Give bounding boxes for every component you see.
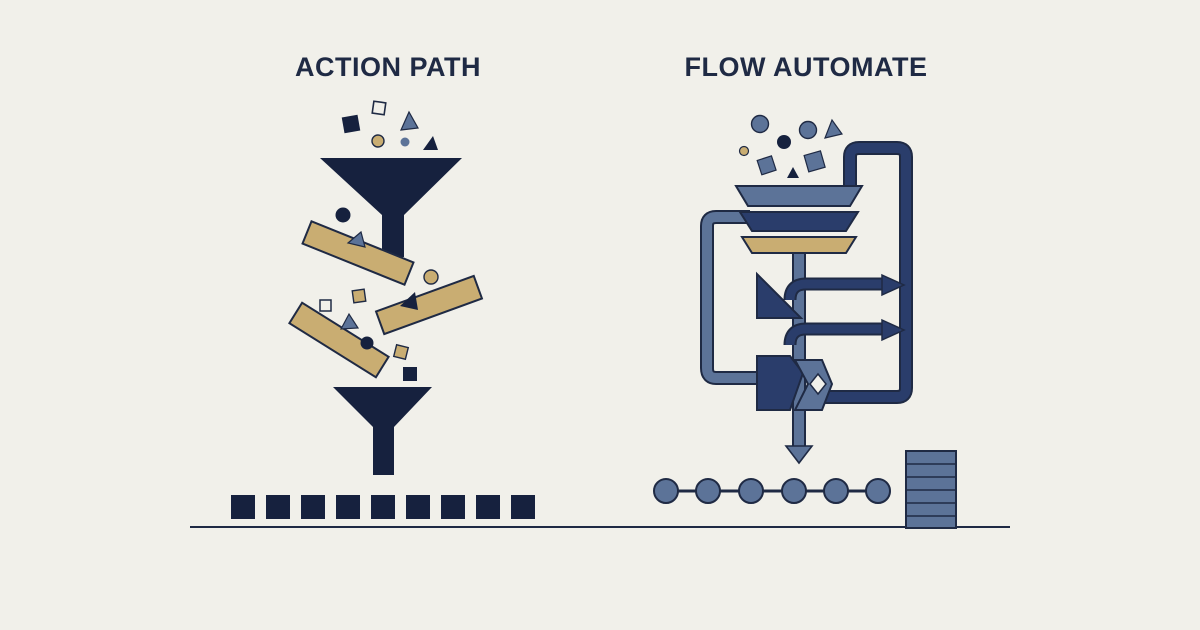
action-path-title: ACTION PATH [295, 52, 481, 82]
pipeline-node [781, 478, 807, 504]
funnel-icon [320, 158, 462, 257]
output-blocks [231, 495, 535, 519]
circle-shape [423, 269, 439, 285]
flow-automate-scene [653, 114, 957, 529]
circle-shape [750, 114, 770, 134]
splitter-block [756, 271, 804, 319]
pipeline-node [865, 478, 891, 504]
square-outline-shape [319, 299, 332, 312]
tilted-slab [288, 301, 390, 379]
output-block [301, 495, 325, 519]
circle-shape [798, 120, 818, 140]
valve-core [809, 372, 827, 396]
square-shape [803, 150, 826, 173]
square-outline-shape [371, 100, 387, 116]
incoming-shapes [738, 114, 844, 178]
action-path-scene [231, 100, 535, 519]
circle-shape [400, 137, 410, 147]
flow-automate-title: FLOW AUTOMATE [684, 52, 928, 82]
hopper-layer [740, 236, 858, 254]
square-shape [351, 288, 367, 304]
loop-pipe-left-fill [702, 212, 768, 383]
scattered-shapes-mid [319, 207, 439, 381]
triangle-shape [400, 292, 418, 310]
valve-block [756, 355, 805, 411]
arrow-right-icon [881, 318, 906, 342]
output-block [476, 495, 500, 519]
branch-pipe-upper-fill [785, 279, 884, 301]
scattered-shapes-top [341, 100, 438, 150]
triangle-shape [423, 136, 438, 150]
circle-shape [777, 135, 791, 149]
arrow-right-icon [881, 273, 906, 297]
triangle-shape [824, 118, 844, 139]
output-block [406, 495, 430, 519]
circle-shape [371, 134, 385, 148]
output-block [371, 495, 395, 519]
output-block [266, 495, 290, 519]
pipeline-node [823, 478, 849, 504]
square-shape [403, 367, 417, 381]
pipeline-node [653, 478, 679, 504]
output-block [336, 495, 360, 519]
output-block [441, 495, 465, 519]
pipeline-node [695, 478, 721, 504]
square-shape [392, 343, 410, 361]
pipeline-nodes [653, 478, 891, 504]
square-shape [341, 114, 361, 134]
triangle-shape [339, 312, 360, 330]
square-shape [756, 155, 777, 176]
triangle-shape [787, 167, 799, 178]
database-stack-icon [905, 450, 957, 529]
loop-pipe-right-fill [822, 143, 911, 402]
hopper-layer [734, 185, 864, 207]
funnel-icon [333, 387, 432, 475]
hopper-layer [738, 211, 860, 232]
triangle-shape [400, 110, 419, 131]
circle-shape [738, 145, 750, 157]
circle-shape [360, 336, 374, 350]
tilted-slab [374, 274, 484, 336]
pipeline-node [738, 478, 764, 504]
arrow-down-icon [784, 445, 814, 465]
branch-pipe-lower-fill [785, 324, 884, 346]
output-block [511, 495, 535, 519]
circle-shape [335, 207, 351, 223]
triangle-shape [346, 230, 366, 248]
output-block [231, 495, 255, 519]
